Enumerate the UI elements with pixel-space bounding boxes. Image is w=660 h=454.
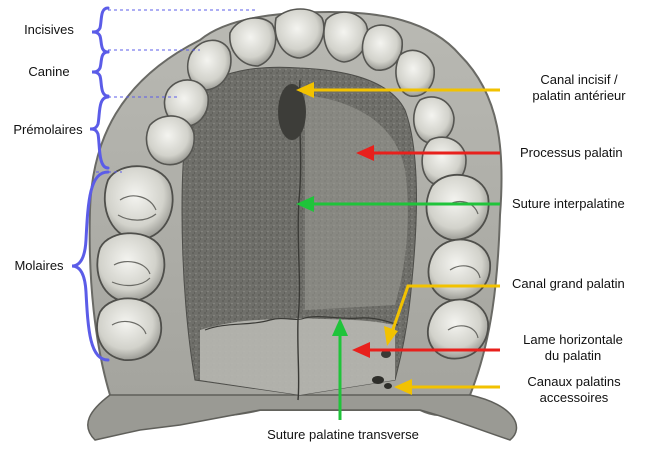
label-premolaires: Prémolaires (13, 122, 83, 137)
premolar-teeth (145, 79, 467, 187)
transverse-suture (204, 315, 399, 331)
brace-molaires (71, 170, 110, 362)
posterior-processes (87, 394, 518, 441)
label-suture-transverse: Suture palatine transverse (267, 427, 419, 442)
brace-group (71, 6, 110, 362)
molar-teeth (96, 165, 491, 361)
label-canal-incisif: Canal incisif / palatin antérieur (506, 72, 652, 104)
incisor-teeth (229, 8, 403, 71)
label-canine: Canine (28, 64, 70, 79)
accessory-canal-1 (372, 376, 384, 384)
greater-palatine-canal (381, 350, 391, 358)
label-lame-horizontale-line1: Lame horizontale (523, 332, 623, 347)
red-arrows (352, 145, 500, 358)
interpalatine-suture (297, 79, 302, 401)
label-canaux-accessoires-line2: accessoires (539, 390, 609, 405)
label-incisives: Incisives (24, 22, 74, 37)
label-canaux-accessoires: Canaux palatins accessoires (512, 374, 636, 406)
accessory-canal-2 (384, 383, 392, 389)
label-canal-incisif-line1: Canal incisif / (540, 72, 618, 87)
yellow-arrows (296, 82, 500, 395)
label-suture-interpalatine: Suture interpalatine (512, 196, 625, 211)
brace-canine (91, 50, 110, 98)
brace-incisives (91, 6, 110, 54)
canine-teeth (186, 39, 435, 97)
label-canaux-accessoires-line1: Canaux palatins (527, 374, 621, 389)
label-canal-incisif-line2: palatin antérieur (532, 88, 626, 103)
incisive-canal (278, 84, 306, 140)
green-arrows (296, 196, 500, 420)
brace-premolaires (89, 95, 110, 170)
label-processus-palatin: Processus palatin (520, 145, 623, 160)
label-molaires: Molaires (14, 258, 64, 273)
molar-cusps (111, 195, 481, 339)
label-canal-grand-palatin: Canal grand palatin (512, 276, 625, 291)
label-lame-horizontale-line2: du palatin (544, 348, 602, 363)
label-lame-horizontale: Lame horizontale du palatin (508, 332, 638, 364)
